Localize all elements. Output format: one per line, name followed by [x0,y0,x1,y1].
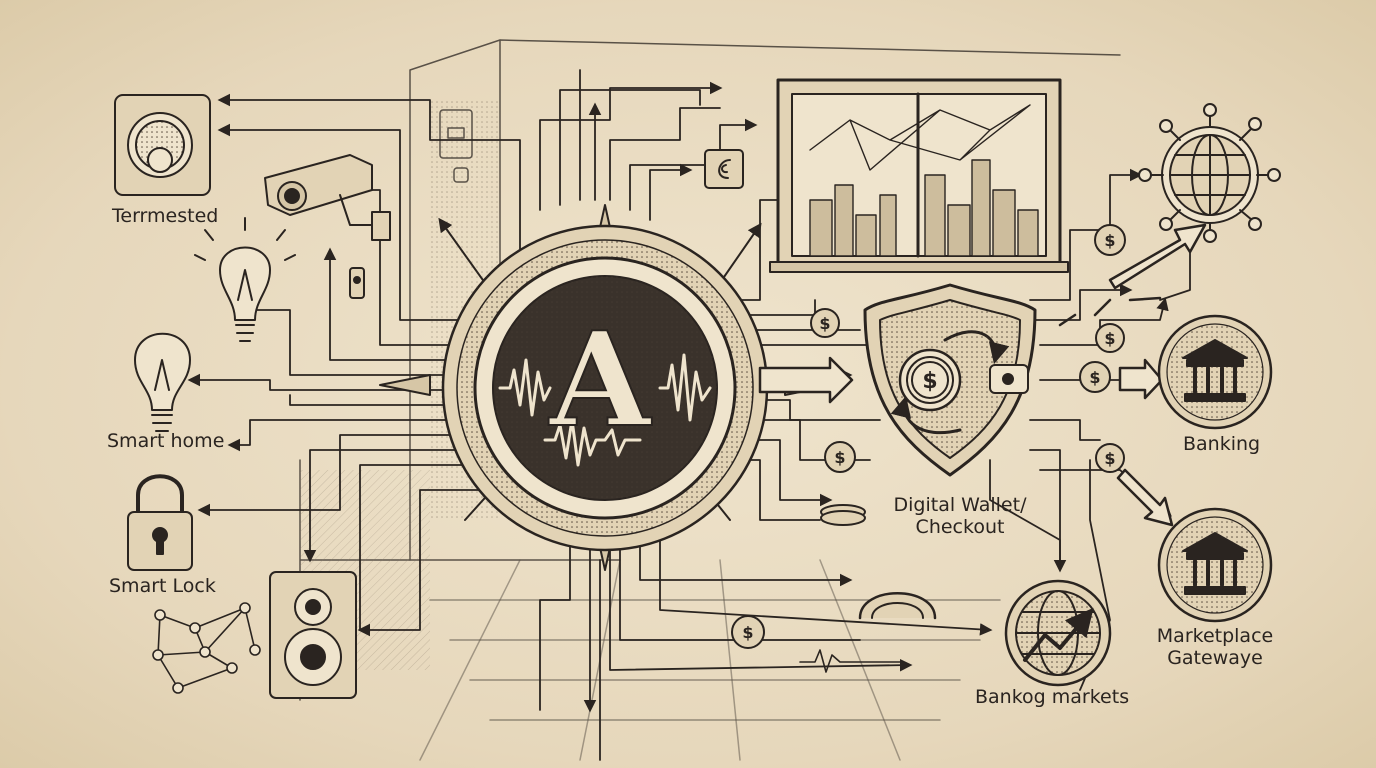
label-smart-home: Smart home [107,430,225,452]
coin-icon: $ [810,308,840,338]
coin-icon: $ [1095,443,1125,473]
coin-symbol: $ [742,623,753,642]
coin-icons: $ $ $ $ $ $ $ $ [731,224,1126,649]
globe-network-icon [1138,103,1281,243]
coin-icon: $ [1094,224,1126,256]
security-camera-icon [264,154,391,241]
light-bulb-icon [134,332,191,432]
hub-logo-letter: A [548,303,653,456]
city-window-icon [769,78,1069,273]
label-banking: Banking [1183,433,1261,455]
signal-wave [799,649,901,673]
light-bulb-icon [194,217,296,342]
coin-symbol: $ [1104,449,1115,468]
network-graph-icon [152,602,261,694]
central-hub [379,204,836,571]
shield-wallet-icon [863,283,1037,477]
coin-symbol: $ [819,314,830,333]
bank-icon [1157,507,1273,623]
coin-icon: $ [824,441,856,473]
padlock-icon [127,474,193,571]
coin-symbol: $ [1104,329,1115,348]
coin-symbol: $ [1089,368,1100,387]
speedometer-icon [858,592,937,620]
globe-chart-icon [1004,579,1112,687]
coin-icon: $ [1095,323,1125,353]
contactless-icon [704,149,744,189]
label-marketplace-line1: Marketplace [1156,625,1274,647]
coin-icon: $ [911,361,949,399]
thermostat-icon [114,94,211,196]
coin-symbol: $ [834,448,845,467]
label-digital-wallet-line1: Digital Wallet/ [893,494,1027,516]
label-marketplace-line2: Gatewaye [1167,646,1263,669]
coin-stack-icon [820,504,866,526]
bank-icon [1157,314,1273,430]
label-smart-lock: Smart Lock [109,575,216,597]
label-bankog-markets: Bankog markets [975,686,1130,708]
coin-symbol: $ [922,369,937,394]
label-terrmested: Terrmested [112,205,219,227]
speaker-icon [269,571,357,699]
coin-icon: $ [731,615,765,649]
sensor-icon [349,267,365,299]
label-digital-wallet: Digital Wallet/ Checkout [875,494,1045,539]
coin-symbol: $ [1104,231,1115,250]
coin-icon: $ [1079,361,1111,393]
flow-arrows [758,223,1207,527]
label-digital-wallet-line2: Checkout [915,515,1005,538]
label-marketplace-gateway: Marketplace Gatewaye [1140,625,1290,670]
